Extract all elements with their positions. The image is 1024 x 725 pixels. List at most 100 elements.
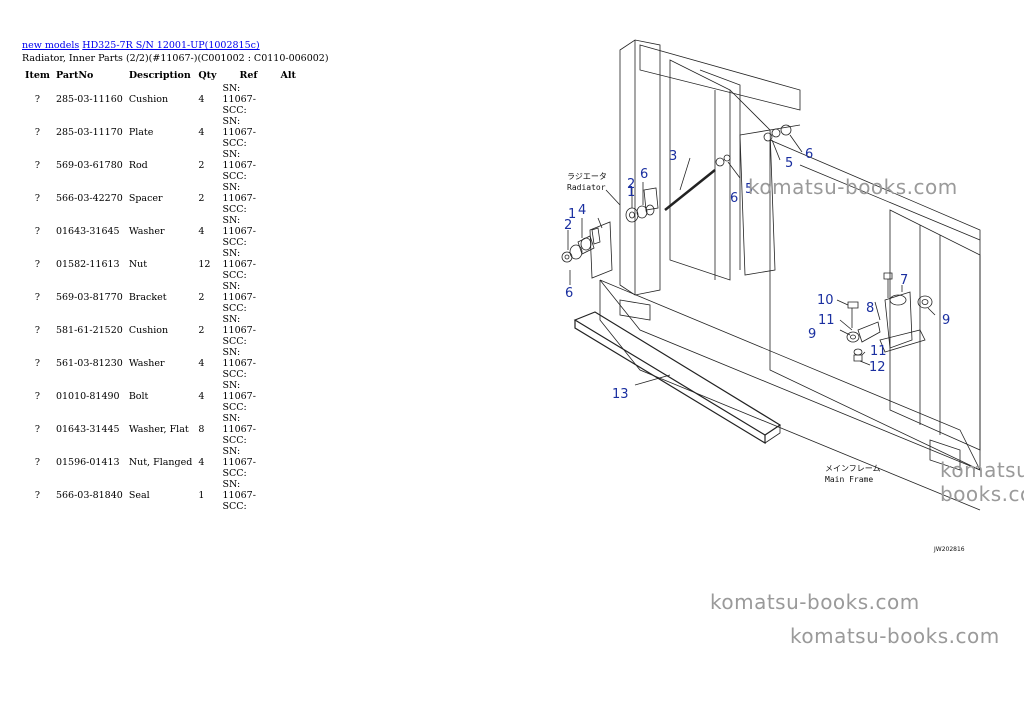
callout-5b: 5 [785,156,793,171]
watermark-1: komatsu-books.com [748,175,958,199]
cell-ref: SN: 11067-SCC: [220,380,278,413]
callout-8: 8 [866,301,874,316]
cell-ref: SN: 11067-SCC: [220,116,278,149]
cell-item: ? [34,193,41,204]
cell-item: ? [34,94,41,105]
cell-item: ? [34,490,41,501]
cell-partno: 566-03-42270 [55,193,123,204]
cell-alt [278,182,299,215]
ref-serial: SN: 11067- [222,314,256,336]
ref-serial: SN: 11067- [222,479,256,501]
callout-9b: 9 [942,313,950,328]
cell-item: ? [34,226,41,237]
callout-11a: 11 [818,313,835,328]
cell-description: Bracket [128,292,167,303]
cell-ref: SN: 11067-SCC: [220,248,278,281]
cell-qty: 2 [198,325,205,336]
ref-scc: SCC: [222,237,247,248]
cell-description: Plate [128,127,154,138]
ref-scc: SCC: [222,105,247,116]
cell-description: Spacer [128,193,163,204]
cell-item: ? [34,325,41,336]
cell-alt [278,281,299,314]
cell-alt [278,248,299,281]
ref-serial: SN: 11067- [222,281,256,303]
ref-serial: SN: 11067- [222,116,256,138]
cell-alt [278,314,299,347]
cell-alt [278,446,299,479]
cell-partno: 285-03-11170 [55,127,123,138]
parts-diagram: 1 2 3 4 5 6 7 8 9 10 11 12 13 6 2 1 1 6 … [540,30,1024,570]
cell-qty: 4 [198,226,205,237]
cell-partno: 569-03-81770 [55,292,123,303]
ref-scc: SCC: [222,204,247,215]
breadcrumb-link-new-models[interactable]: new models [22,40,80,51]
cell-alt [278,347,299,380]
header-description: Description [128,69,191,81]
cell-alt [278,380,299,413]
header-qty: Qty [198,69,217,81]
ref-scc: SCC: [222,468,247,479]
ref-scc: SCC: [222,402,247,413]
ref-scc: SCC: [222,369,247,380]
breadcrumb: new models HD325-7R S/N 12001-UP(1002815… [22,40,522,52]
cell-description: Washer, Flat [128,424,189,435]
callout-1a: 1 [627,185,635,200]
cell-partno: 285-03-11160 [55,94,123,105]
table-header-row: Item PartNo Description Qty Ref Alt [22,67,299,83]
radiator-label-jp: ラジエータ [567,172,607,181]
ref-serial: SN: 11067- [222,83,256,105]
mainframe-label-en: Main Frame [825,475,873,484]
cell-item: ? [34,424,41,435]
ref-scc: SCC: [222,270,247,281]
cell-partno: 01643-31645 [55,226,120,237]
cell-description: Rod [128,160,148,171]
cell-qty: 1 [198,490,205,501]
callout-6d: 6 [805,147,813,162]
ref-serial: SN: 11067- [222,380,256,402]
callout-2b: 2 [564,218,572,233]
cell-ref: SN: 11067-SCC: [220,182,278,215]
cell-ref: SN: 11067-SCC: [220,83,278,116]
header-ref: Ref [239,69,258,81]
header-alt: Alt [280,69,296,81]
callout-5a: 5 [745,182,753,197]
cell-description: Nut, Flanged [128,457,193,468]
cell-ref: SN: 11067-SCC: [220,413,278,446]
watermark-4: komatsu-books.com [790,624,1000,648]
page-title: Radiator, Inner Parts (2/2)(#11067-)(C00… [22,53,329,64]
cell-item: ? [34,259,41,270]
drawing-code: JW202816 [933,546,965,553]
cell-ref: SN: 11067-SCC: [220,281,278,314]
callout-3: 3 [669,149,677,164]
cell-description: Washer [128,226,165,237]
ref-serial: SN: 11067- [222,347,256,369]
cell-item: ? [34,358,41,369]
callout-6c: 6 [730,191,738,206]
cell-item: ? [34,391,41,402]
cell-alt [278,116,299,149]
callout-1c: 1 [568,207,576,222]
cell-ref: SN: 11067-SCC: [220,215,278,248]
callout-12: 12 [869,360,886,375]
cell-alt [278,413,299,446]
exploded-view-drawing: 1 2 3 4 5 6 7 8 9 10 11 12 13 6 2 1 1 6 … [561,39,981,553]
parts-list-panel: new models HD325-7R S/N 12001-UP(1002815… [22,40,522,512]
cell-qty: 4 [198,391,205,402]
cell-qty: 4 [198,358,205,369]
cell-item: ? [34,292,41,303]
callout-6a: 6 [640,167,648,182]
callout-9a: 9 [808,327,816,342]
cell-qty: 4 [198,94,205,105]
cell-partno: 01643-31445 [55,424,120,435]
callout-4: 4 [578,203,586,218]
breadcrumb-link-model[interactable]: HD325-7R S/N 12001-UP(1002815c) [82,40,260,51]
